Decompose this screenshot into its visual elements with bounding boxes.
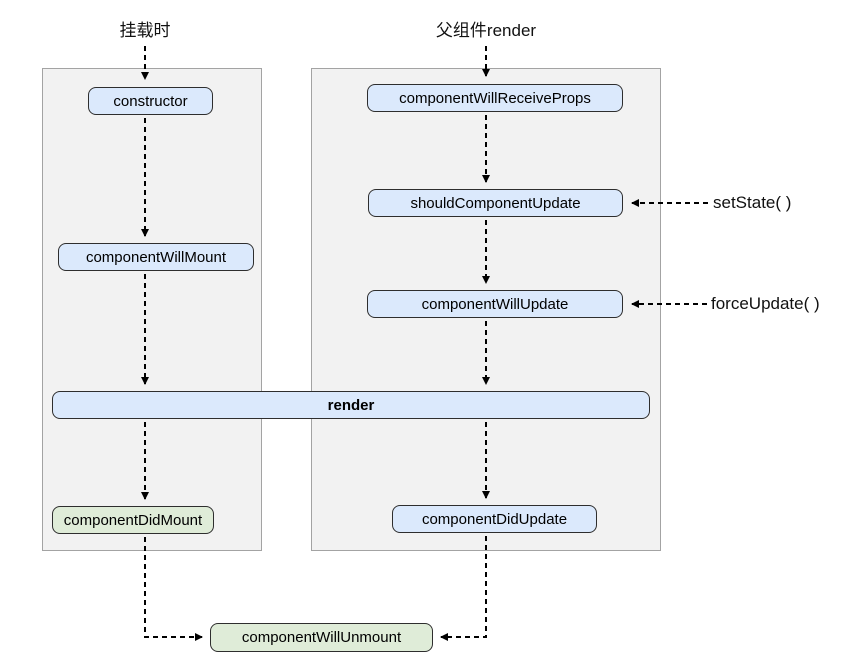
node-component-did-update: componentDidUpdate bbox=[392, 505, 597, 533]
node-component-will-unmount: componentWillUnmount bbox=[210, 623, 433, 652]
node-component-will-mount: componentWillMount bbox=[58, 243, 254, 271]
node-render: render bbox=[52, 391, 650, 419]
node-constructor: constructor bbox=[88, 87, 213, 115]
mount-phase-title: 挂载时 bbox=[119, 21, 171, 40]
node-component-did-mount: componentDidMount bbox=[52, 506, 214, 534]
arrow-didupdate-to-willunmount bbox=[440, 536, 487, 641]
setstate-label: setState( ) bbox=[713, 193, 792, 212]
parent-render-title: 父组件render bbox=[435, 21, 537, 40]
node-component-will-update: componentWillUpdate bbox=[367, 290, 623, 318]
arrow-didmount-to-willunmount bbox=[144, 537, 203, 641]
node-should-component-update: shouldComponentUpdate bbox=[368, 189, 623, 217]
forceupdate-label: forceUpdate( ) bbox=[711, 294, 820, 313]
node-component-will-receive-props: componentWillReceiveProps bbox=[367, 84, 623, 112]
mount-phase-panel bbox=[42, 68, 262, 551]
